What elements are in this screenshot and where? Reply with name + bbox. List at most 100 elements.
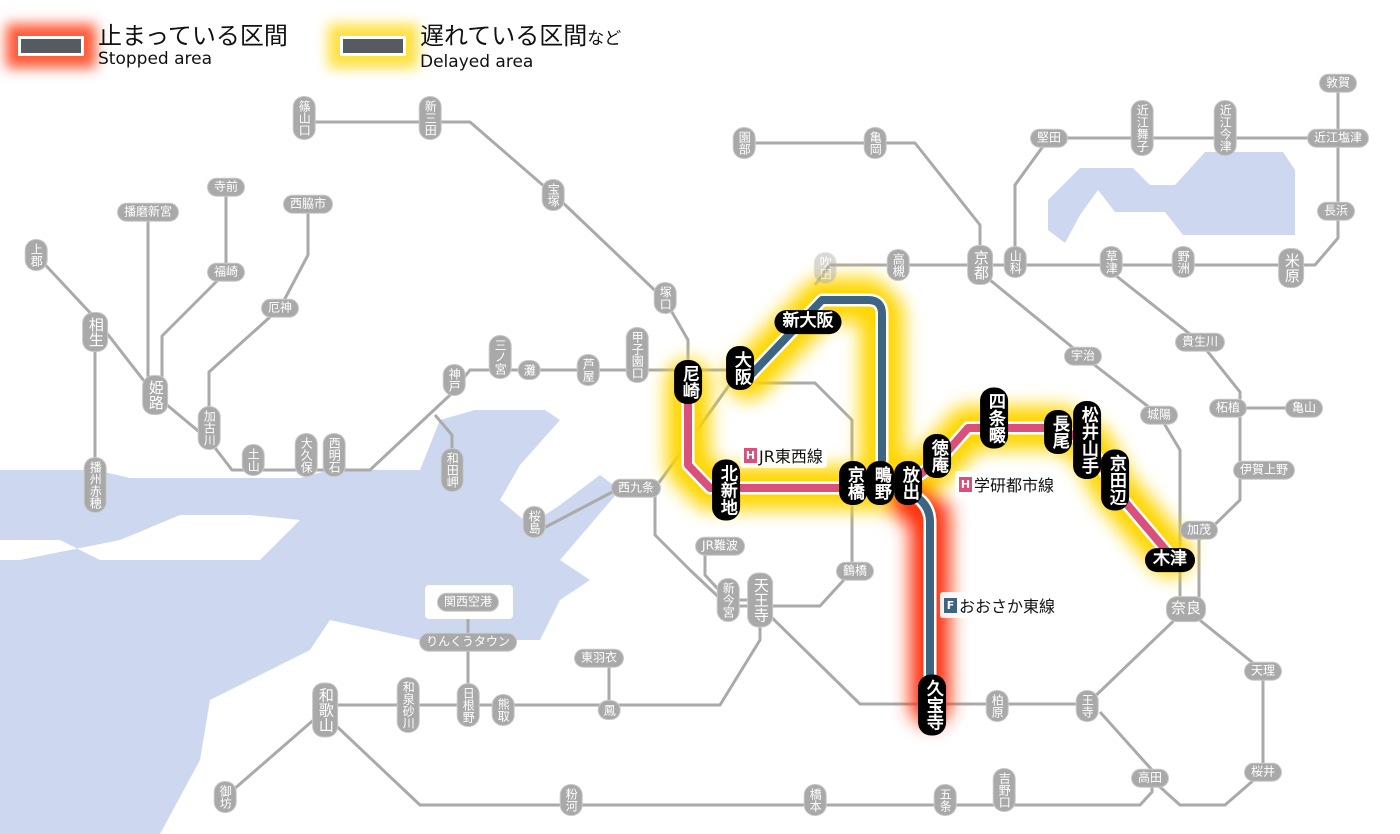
- station-okubo[interactable]: 大久保: [295, 434, 317, 476]
- station-igaueno[interactable]: 伊賀上野: [1233, 461, 1295, 479]
- station-aioi[interactable]: 相生: [83, 313, 107, 351]
- line-name-tozai: JR東西線: [759, 447, 823, 466]
- sagano-line: [744, 141, 982, 265]
- line-label-osakahigashi[interactable]: F おおさか東線: [940, 592, 1060, 618]
- station-kobe[interactable]: 神戸: [443, 365, 465, 395]
- station-kyuhoji[interactable]: 久宝寺: [918, 674, 946, 736]
- station-nagao[interactable]: 長尾: [1044, 410, 1072, 454]
- station-izumisunagawa[interactable]: 和泉砂川: [397, 678, 419, 732]
- station-uji[interactable]: 宇治: [1064, 347, 1102, 365]
- station-shinsanda[interactable]: 新三田: [419, 97, 441, 139]
- namba-branch: [703, 546, 760, 602]
- station-yakujin[interactable]: 厄神: [261, 299, 299, 317]
- station-shijonawate[interactable]: 四条畷: [980, 387, 1008, 449]
- station-omimaiko[interactable]: 近江舞子: [1131, 101, 1153, 155]
- legend-stopped: 止まっている区間 Stopped area: [18, 22, 288, 68]
- station-kamo[interactable]: 加茂: [1180, 521, 1218, 539]
- station-kyoto[interactable]: 京都: [968, 246, 992, 284]
- station-teramae[interactable]: 寺前: [207, 178, 245, 196]
- station-yamashina[interactable]: 山科: [1004, 247, 1026, 277]
- station-sonobe[interactable]: 園部: [733, 128, 755, 158]
- bay-south: [0, 515, 300, 560]
- station-joyo[interactable]: 城陽: [1140, 406, 1178, 424]
- station-kitashinchi[interactable]: 北新地: [712, 459, 740, 521]
- station-kameoka[interactable]: 亀岡: [864, 128, 886, 158]
- station-omishiotsu[interactable]: 近江塩津: [1307, 129, 1369, 147]
- station-nara[interactable]: 奈良: [1166, 597, 1206, 621]
- station-kameyama[interactable]: 亀山: [1285, 399, 1323, 417]
- kosei-line: [1013, 136, 1338, 265]
- station-tsuge[interactable]: 柘植: [1209, 399, 1247, 417]
- legend-delayed-suffix: など: [587, 29, 622, 49]
- station-gojo[interactable]: 五条: [934, 785, 956, 815]
- station-kakogawa[interactable]: 加古川: [198, 407, 220, 449]
- station-sannomiya[interactable]: 三ノ宮: [489, 336, 511, 378]
- line-label-tozai[interactable]: H JR東西線: [740, 442, 827, 468]
- station-kyobashi[interactable]: 京橋: [839, 461, 867, 505]
- station-yoshinoguchi[interactable]: 吉野口: [993, 769, 1015, 811]
- station-kumatori[interactable]: 熊取: [492, 695, 514, 725]
- station-kashiwara[interactable]: 柏原: [986, 691, 1008, 721]
- station-rinkutown[interactable]: りんくうタウン: [420, 633, 516, 651]
- station-kibukawa[interactable]: 貴生川: [1175, 333, 1225, 351]
- kisei-line: [224, 708, 326, 799]
- station-kokawa[interactable]: 粉河: [560, 785, 582, 815]
- station-omiimazu[interactable]: 近江今津: [1214, 101, 1236, 155]
- station-kansaiairport[interactable]: 関西空港: [437, 593, 499, 611]
- station-takada[interactable]: 高田: [1131, 769, 1169, 787]
- station-shinimamiya[interactable]: 新今宮: [717, 579, 739, 621]
- station-takatsuki[interactable]: 高槻: [887, 250, 909, 280]
- station-nada[interactable]: 灘: [518, 361, 540, 379]
- station-kyotanabe[interactable]: 京田辺: [1101, 449, 1129, 511]
- station-hanaten[interactable]: 放出: [894, 461, 922, 505]
- station-sasayamaguchi[interactable]: 篠山口: [293, 97, 315, 139]
- station-harimashingu[interactable]: 播磨新宮: [117, 203, 179, 221]
- station-gobo[interactable]: 御坊: [214, 782, 236, 812]
- station-nishiakashi[interactable]: 西明石: [323, 434, 345, 476]
- station-sakurai[interactable]: 桜井: [1244, 763, 1282, 781]
- station-tennoji[interactable]: 天王寺: [748, 573, 772, 627]
- station-nagahama[interactable]: 長浜: [1317, 202, 1355, 220]
- line-name-osakahigashi: おおさか東線: [959, 597, 1056, 616]
- station-fukusaki[interactable]: 福崎: [207, 263, 245, 281]
- station-koshienguchi[interactable]: 甲子園口: [626, 328, 648, 382]
- water-areas: [0, 152, 1295, 834]
- station-banshuako[interactable]: 播州赤穂: [84, 458, 106, 512]
- station-wadamisaki[interactable]: 和田岬: [441, 449, 463, 491]
- line-badge-osakahigashi: F: [944, 597, 957, 613]
- station-maibara[interactable]: 米原: [1279, 249, 1303, 287]
- station-katata[interactable]: 堅田: [1030, 129, 1068, 147]
- station-otori[interactable]: 鳳: [598, 701, 620, 719]
- station-amagasaki[interactable]: 尼崎: [674, 360, 702, 404]
- station-oji[interactable]: 王寺: [1076, 691, 1098, 721]
- station-shinosaka[interactable]: 新大阪: [774, 310, 842, 334]
- station-nishiwakishi[interactable]: 西脇市: [283, 195, 333, 213]
- station-hineno[interactable]: 日根野: [457, 684, 479, 726]
- station-osaka[interactable]: 大阪: [726, 346, 754, 390]
- station-kizu[interactable]: 木津: [1145, 548, 1195, 572]
- station-himeji[interactable]: 姫路: [143, 376, 167, 414]
- station-wakayama[interactable]: 和歌山: [313, 683, 337, 737]
- station-tsuchiyama[interactable]: 土山: [242, 445, 264, 475]
- station-suita[interactable]: 吹田: [814, 253, 836, 283]
- station-shigino[interactable]: 鴫野: [866, 461, 894, 505]
- station-ashiya[interactable]: 芦屋: [577, 355, 599, 385]
- tokaido-line: [813, 83, 1340, 286]
- station-yasu[interactable]: 野洲: [1172, 247, 1194, 277]
- station-hashimoto[interactable]: 橋本: [804, 785, 826, 815]
- station-tenri[interactable]: 天理: [1244, 662, 1282, 680]
- station-nishikujo[interactable]: 西九条: [611, 479, 661, 497]
- station-takarazuka[interactable]: 宝塚: [542, 180, 564, 210]
- station-tsuruga[interactable]: 敦賀: [1319, 74, 1357, 92]
- station-tokuan[interactable]: 徳庵: [923, 434, 951, 478]
- line-label-gakken[interactable]: H 学研都市線: [955, 471, 1059, 497]
- osakahigashi-line-stroke: [745, 296, 934, 705]
- station-kusatsu[interactable]: 草津: [1100, 247, 1122, 277]
- station-sakurajima[interactable]: 桜島: [523, 507, 545, 537]
- station-higashihagoromo[interactable]: 東羽衣: [574, 649, 624, 667]
- station-tsuruhashi[interactable]: 鶴橋: [836, 562, 874, 580]
- station-kamigori[interactable]: 上郡: [25, 240, 47, 270]
- station-matsuiyamate[interactable]: 松井山手: [1073, 401, 1101, 479]
- station-jrnamba[interactable]: JR難波: [696, 537, 744, 555]
- station-tsukaguchi[interactable]: 塚口: [654, 283, 676, 313]
